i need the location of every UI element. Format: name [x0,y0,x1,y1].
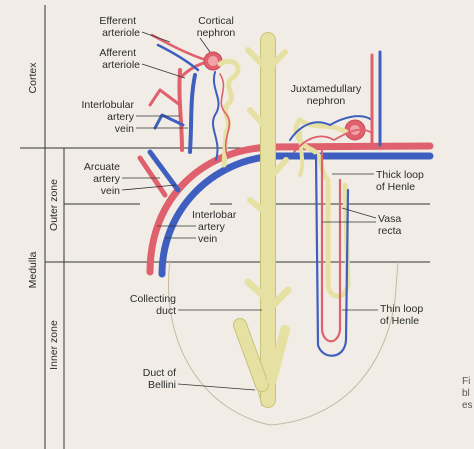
interlobular-vein-label: vein [115,123,134,135]
efferent-vein [156,43,200,72]
efferent-label: Efferent [99,15,136,27]
edge-caption-1: Fi [462,376,470,387]
inner-zone-label: Inner zone [48,320,60,370]
duct-branch-2 [265,49,288,73]
interlobular-artery-branch [148,88,182,107]
outer-zone-label: Outer zone [48,179,60,231]
loop-of-henle [293,117,351,299]
edge-caption-2: bl [462,388,470,399]
duct-branch-4 [265,157,289,183]
juxtamedullary-nephron [289,50,382,357]
vasa-leader-1 [341,207,377,219]
duct-branch-6 [244,278,272,304]
medulla-label: Medulla [27,251,39,288]
afferent-label: Afferent [99,47,136,59]
collecting-label: Collecting [130,293,176,305]
arcuate-vein-leader [121,184,177,191]
duct-lower-left [234,319,268,391]
cortical-capillary-artery [219,73,231,159]
interlobular-label: Interlobular [81,99,134,111]
thick-loop-label: Thick loop [376,169,424,181]
duct-branch-7 [264,286,292,314]
interlobar-artery-label: artery [198,221,226,233]
duct-lower-right [267,325,290,385]
edge-caption-3: es [462,400,473,411]
arcuate-artery-label: artery [93,173,121,185]
bellini-label: Bellini [148,379,176,391]
juxta-capillary-vein [289,115,373,141]
vasa-recta-vein [314,153,350,357]
cortex-label: Cortex [27,62,39,94]
cortical-tubule [217,58,241,168]
juxta-capillary-artery [293,128,371,153]
afferent-arteriole-label: arteriole [102,59,140,71]
cortical-glomerulus-core [208,56,218,66]
duct-branch-1 [245,47,271,73]
juxtamedullary-nephron-label: nephron [307,95,346,107]
interlobular-vein [188,73,197,154]
thin-loop-label-2: of Henle [380,315,419,327]
cortical-nephron-label: nephron [197,27,236,39]
interlobular-vessels [148,33,210,154]
zone-frame [20,5,430,449]
afferent-leader [141,63,186,79]
labels: Efferent arteriole Afferent arteriole Co… [81,15,472,411]
collecting-duct-label: duct [156,305,176,317]
duct-of-bellini-opening [257,389,263,407]
juxtamedullary-label: Juxtamedullary [291,83,362,95]
interlobar-label: Interlobar [192,209,237,221]
papilla-outline [168,259,399,426]
duct-of-label: Duct of [143,367,176,379]
arcuate-artery-branch [137,155,168,198]
interlobular-artery [177,68,184,152]
duct-branch-3 [247,107,271,133]
vasa-label: Vasa [378,213,401,225]
interlobar-vein-label: vein [198,233,217,245]
arcuate-artery [146,142,434,276]
collecting-duct-tree [233,32,292,408]
duct-branch-5 [247,197,271,218]
vasa-recta-artery [320,148,342,343]
efferent-leader [141,31,171,43]
distal-tubule [298,128,305,177]
recta-label: recta [378,225,402,237]
bellini-leader [177,383,256,391]
cortical-label: Cortical [198,15,234,27]
interlobular-vein-branch [153,113,185,130]
efferent-arteriole-label: arteriole [102,27,140,39]
thick-loop-label-2: of Henle [376,181,415,193]
thin-loop-label: Thin loop [380,303,423,315]
interlobular-artery-label: artery [107,111,135,123]
arcuate-vein-label: vein [101,185,120,197]
cortical-capillary-vein [212,71,220,161]
cortical-nephron [203,51,241,168]
arcuate-vein-branch [147,149,181,193]
arcuate-label: Arcuate [84,161,120,173]
cortical-leader [199,37,211,53]
